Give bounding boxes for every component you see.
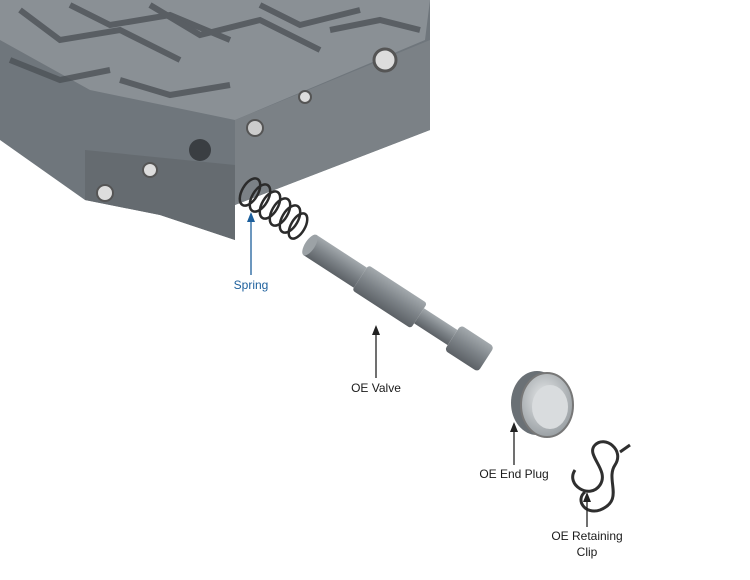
oe-end-plug xyxy=(511,371,574,438)
oe-end-plug-label: OE End Plug xyxy=(479,467,549,481)
oe-retaining-clip xyxy=(571,440,631,513)
spring-label: Spring xyxy=(233,278,269,292)
valve-body xyxy=(0,0,430,240)
oe-retaining-clip-label-line1: OE Retaining xyxy=(551,529,623,543)
spring xyxy=(238,177,309,240)
oe-valve xyxy=(302,234,493,371)
callout-arrows xyxy=(247,212,591,527)
oe-retaining-clip-label-line2: Clip xyxy=(576,545,598,559)
oe-retaining-clip-label: OE Retaining Clip xyxy=(537,528,637,560)
oe-valve-label: OE Valve xyxy=(351,381,401,395)
